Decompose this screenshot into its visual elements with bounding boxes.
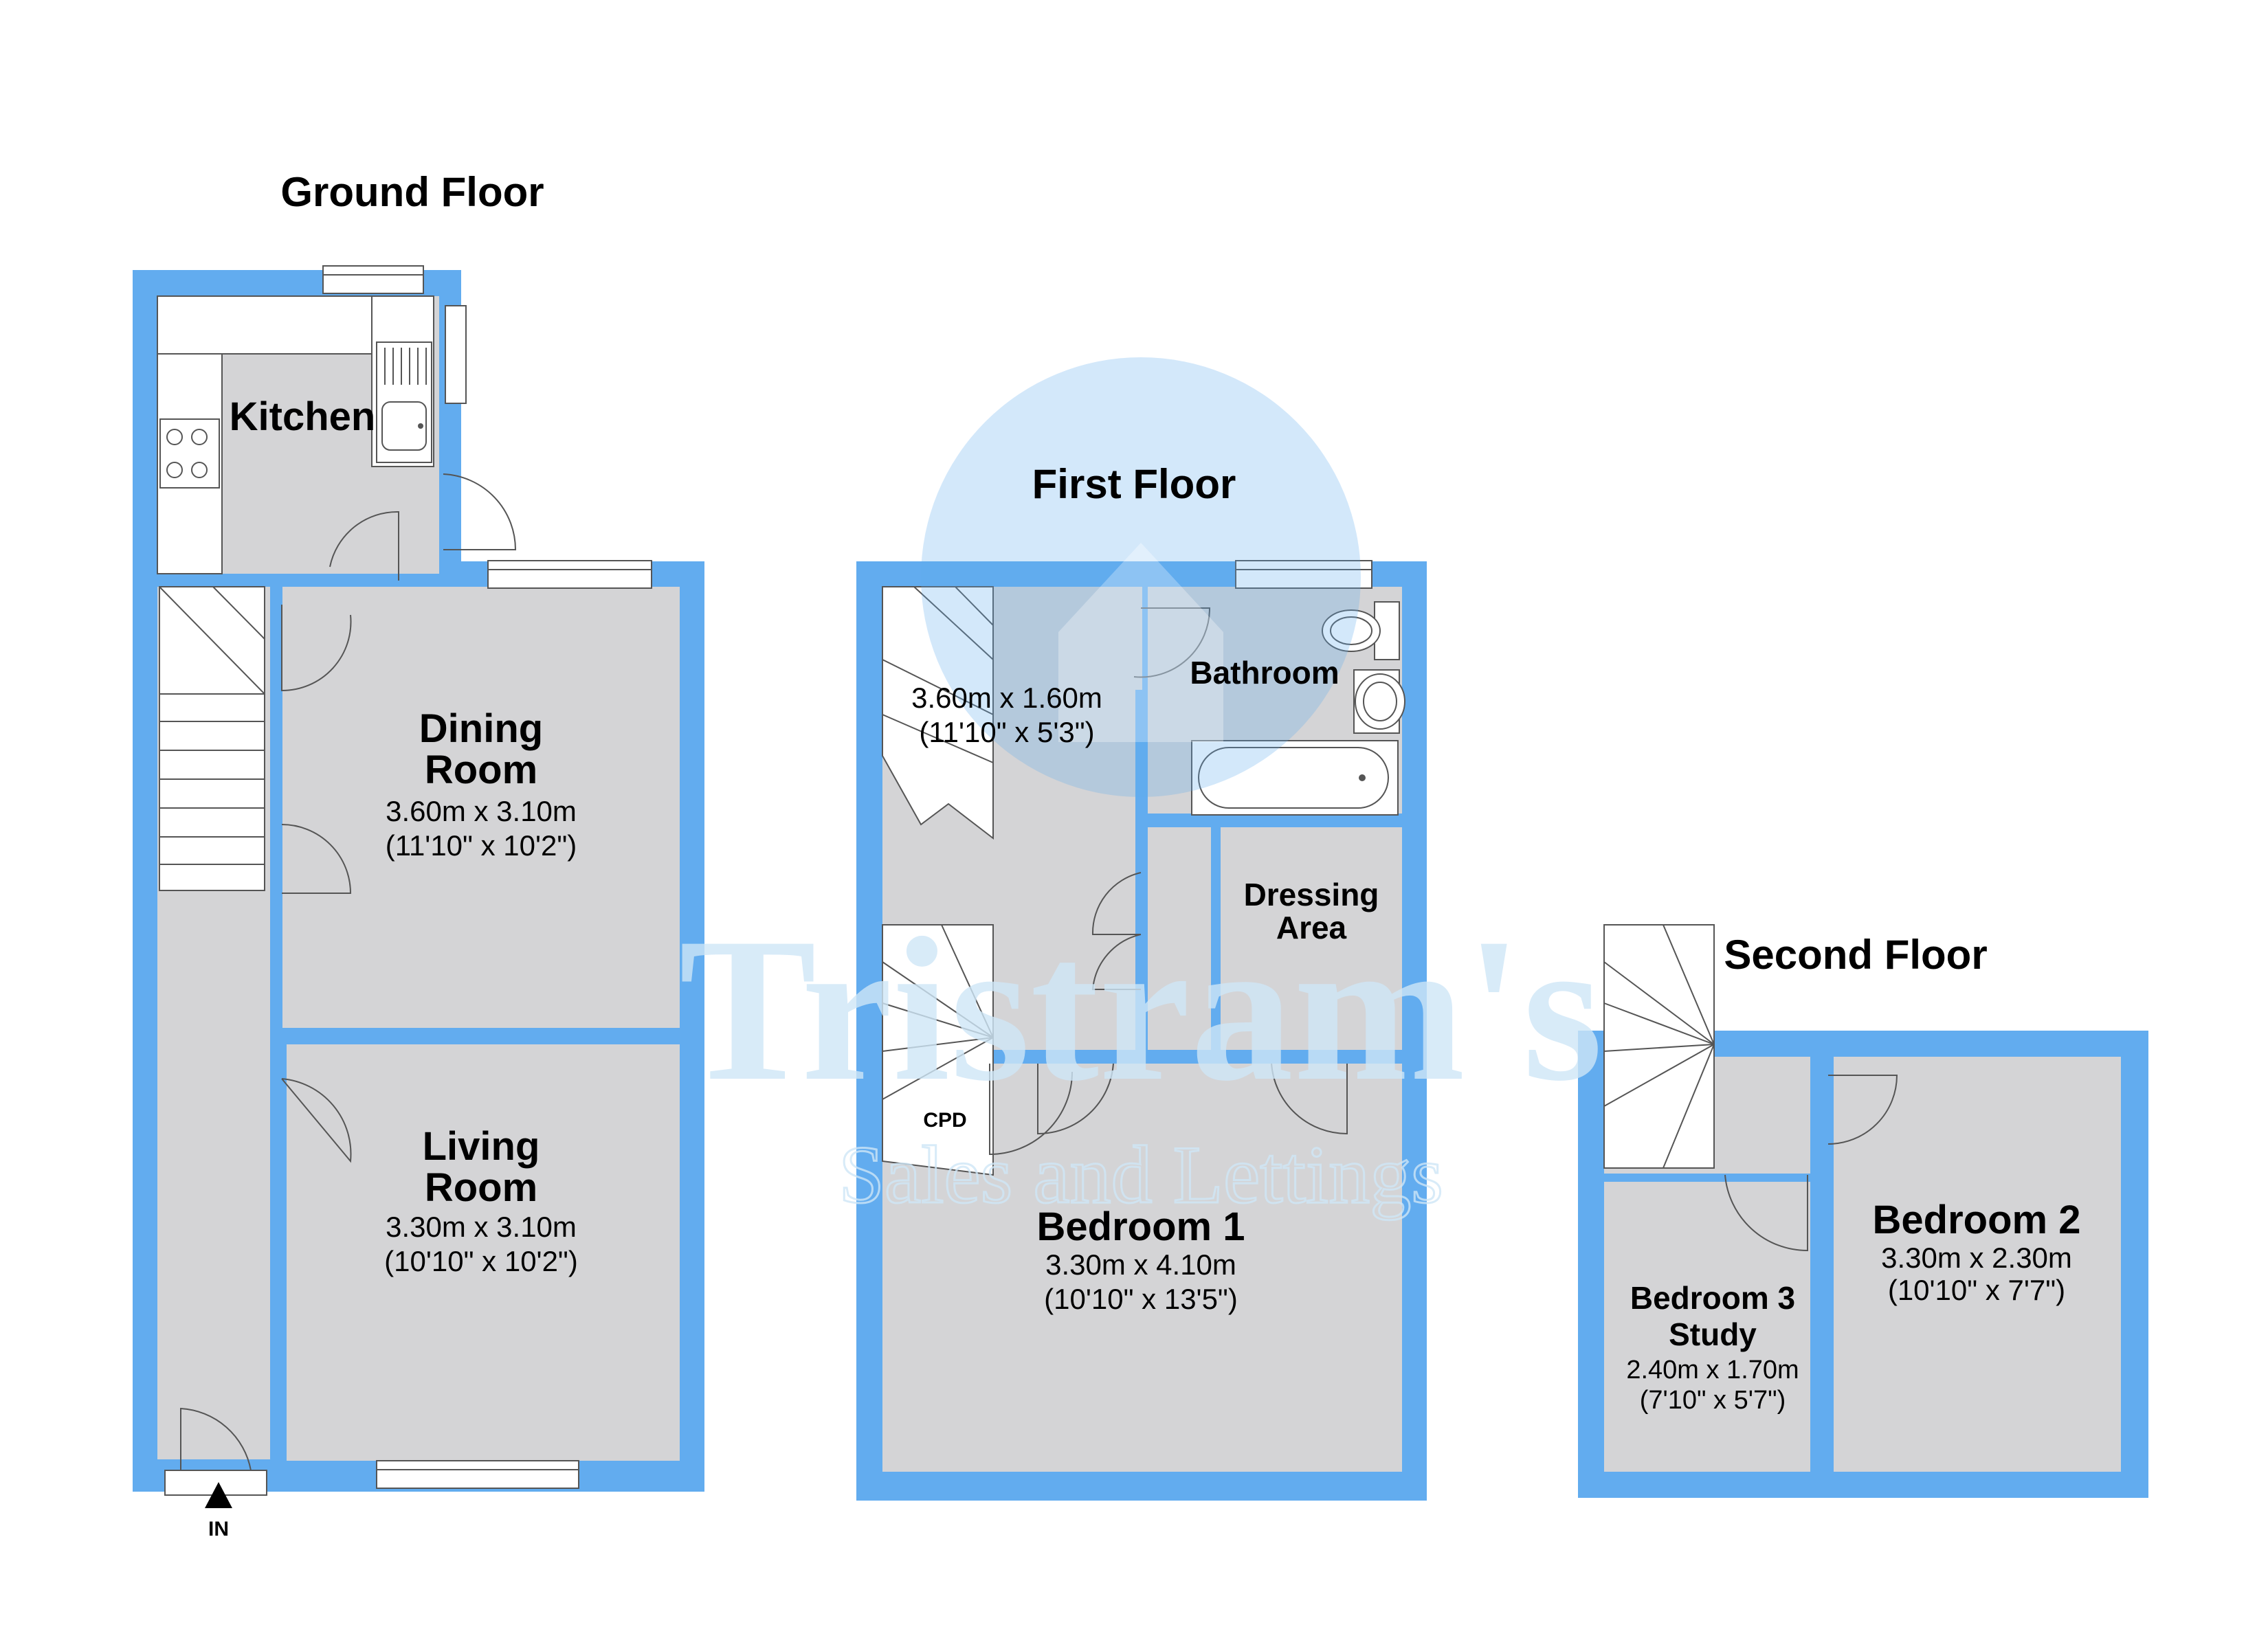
sink-bowl bbox=[381, 401, 427, 451]
dining-room-imperial: (11'10" x 10'2") bbox=[386, 829, 577, 862]
bedroom2-label: Bedroom 2 bbox=[1873, 1198, 2081, 1242]
first-floor-title: First Floor bbox=[1032, 461, 1236, 507]
bedroom3-metric: 2.40m x 1.70m bbox=[1626, 1356, 1799, 1384]
watermark-logo-circle bbox=[921, 357, 1361, 797]
dining-room-metric: 3.60m x 3.10m bbox=[386, 795, 577, 827]
ground-floor-title: Ground Floor bbox=[280, 169, 544, 215]
living-room-label-1: Living bbox=[423, 1124, 540, 1169]
kitchen-window bbox=[322, 265, 424, 294]
ground-floor-doors bbox=[180, 473, 517, 1471]
living-window bbox=[376, 1460, 579, 1489]
dining-room-floor bbox=[282, 587, 680, 1028]
kitchen-worktop-side bbox=[157, 353, 223, 574]
landing-imperial: (11'10" x 5'3") bbox=[919, 716, 1094, 748]
second-floor-title: Second Floor bbox=[1724, 932, 1987, 978]
dressing-area-label-2: Area bbox=[1276, 910, 1347, 945]
dining-room-label-1: Dining bbox=[419, 706, 543, 751]
kitchen-label: Kitchen bbox=[230, 394, 376, 439]
bedroom2-metric: 3.30m x 2.30m bbox=[1881, 1242, 2072, 1274]
basin-icon bbox=[1353, 669, 1405, 734]
bedroom3-imperial: (7'10" x 5'7") bbox=[1640, 1386, 1786, 1415]
living-room-imperial: (10'10" x 10'2") bbox=[384, 1245, 578, 1277]
second-floor bbox=[1578, 924, 2148, 1498]
bedroom1-label: Bedroom 1 bbox=[1037, 1204, 1245, 1249]
dining-room-label-2: Room bbox=[425, 748, 537, 792]
watermark: Tristram's Sales and Lettings bbox=[679, 357, 1603, 1222]
bedroom1-metric: 3.30m x 4.10m bbox=[1045, 1248, 1236, 1281]
first-floor-doors bbox=[989, 607, 1348, 1156]
cpd-label: CPD bbox=[923, 1109, 966, 1132]
watermark-tagline: Sales and Lettings bbox=[838, 1129, 1443, 1220]
entrance-label: IN bbox=[208, 1518, 229, 1540]
toilet-icon bbox=[1322, 601, 1400, 660]
ground-floor-stairs bbox=[159, 586, 265, 891]
second-floor-divider bbox=[1820, 1057, 1834, 1472]
watermark-house-icon bbox=[1058, 543, 1223, 742]
bedroom3-label-2: Study bbox=[1669, 1316, 1757, 1352]
living-room-floor bbox=[287, 1044, 680, 1461]
dressing-area-label-1: Dressing bbox=[1244, 877, 1379, 912]
cupboard-floor bbox=[1148, 827, 1211, 1054]
first-floor bbox=[856, 560, 1427, 1501]
second-floor-stairs bbox=[1603, 924, 1715, 1169]
hob-icon bbox=[159, 418, 220, 489]
landing-metric: 3.60m x 1.60m bbox=[911, 682, 1102, 714]
bedroom2-imperial: (10'10" x 7'7") bbox=[1888, 1274, 2065, 1306]
dressing-area-floor bbox=[1221, 827, 1402, 1054]
bathroom-window bbox=[1235, 560, 1372, 589]
sink-tap bbox=[418, 423, 423, 429]
first-floor-stairs bbox=[882, 586, 994, 1176]
entrance-arrow-icon bbox=[205, 1482, 232, 1508]
second-floor-divider-2 bbox=[1604, 1174, 1810, 1182]
first-floor-internal-walls bbox=[882, 690, 1402, 1064]
bedroom3-floor bbox=[1604, 1182, 1810, 1472]
dining-window bbox=[487, 560, 652, 589]
bedroom3-label-1: Bedroom 3 bbox=[1630, 1280, 1795, 1316]
living-room-label-2: Room bbox=[425, 1165, 537, 1210]
living-room-metric: 3.30m x 3.10m bbox=[386, 1211, 577, 1243]
drainer-lines bbox=[384, 348, 427, 385]
bath-icon bbox=[1191, 740, 1399, 816]
watermark-brand: Tristram's bbox=[679, 895, 1603, 1123]
bedroom1-imperial: (10'10" x 13'5") bbox=[1044, 1283, 1238, 1315]
ground-floor bbox=[133, 265, 704, 1508]
kitchen-side-window bbox=[445, 305, 467, 404]
bedroom2-floor bbox=[1834, 1057, 2121, 1472]
bathroom-label: Bathroom bbox=[1190, 655, 1339, 691]
second-floor-doors bbox=[1724, 1075, 1898, 1252]
